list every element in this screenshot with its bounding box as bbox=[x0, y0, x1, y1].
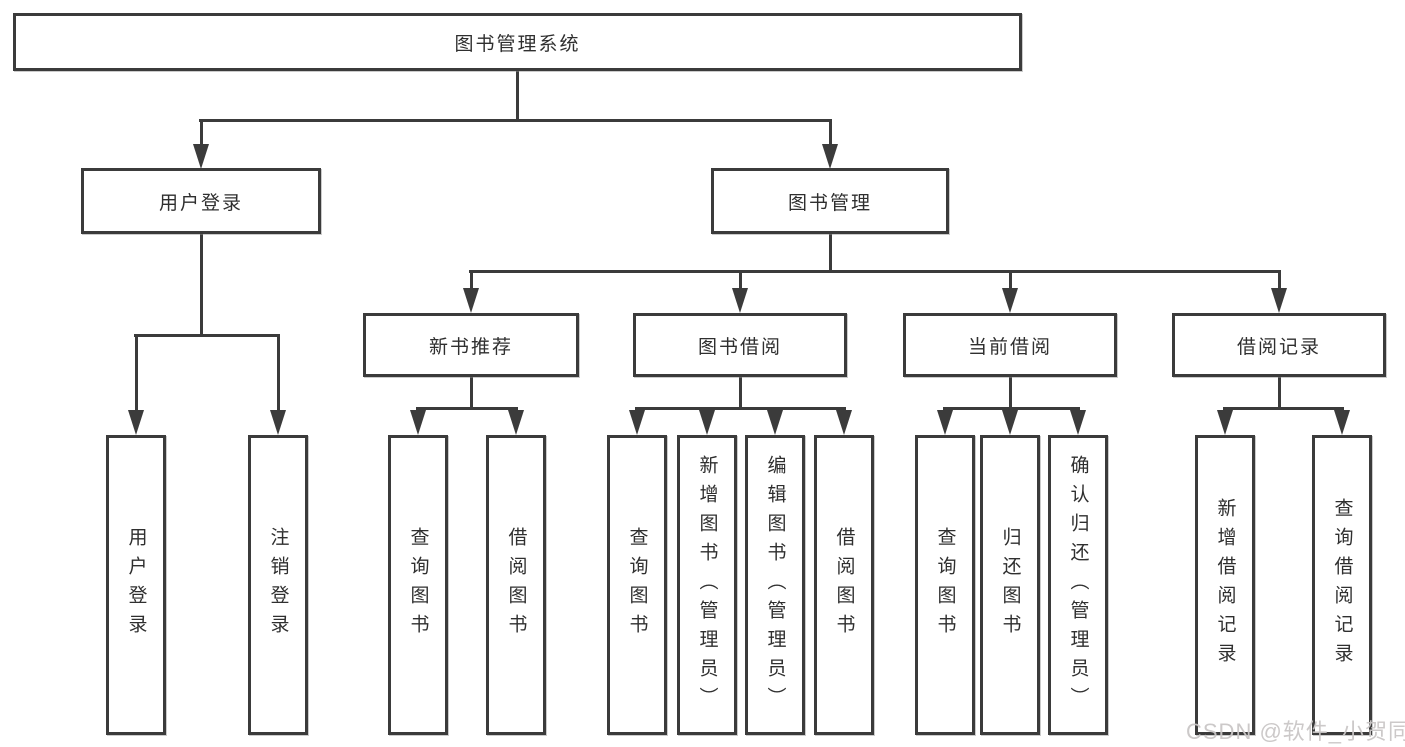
leaf-borrow-books-borrowing-label: 借阅图书 bbox=[833, 527, 855, 643]
leaf-query-books-recommend-label: 查询图书 bbox=[407, 527, 429, 643]
leaf-return-books-label: 归还图书 bbox=[999, 527, 1021, 643]
leaf-logout-login: 注销登录 bbox=[248, 435, 308, 735]
connector-line bbox=[1009, 377, 1012, 409]
arrow-down-icon bbox=[1002, 410, 1018, 435]
connector-line bbox=[1278, 377, 1281, 409]
leaf-borrow-books-recommend-label: 借阅图书 bbox=[505, 527, 527, 643]
leaf-add-books-admin: 新增图书（管理员） bbox=[677, 435, 737, 735]
connector-line bbox=[1278, 270, 1281, 290]
node-book-management: 图书管理 bbox=[711, 168, 949, 234]
node-borrowing-records: 借阅记录 bbox=[1172, 313, 1386, 377]
arrow-down-icon bbox=[732, 288, 748, 313]
node-borrowing-records-label: 借阅记录 bbox=[1236, 336, 1321, 358]
leaf-edit-books-admin: 编辑图书（管理员） bbox=[745, 435, 805, 735]
connector-line bbox=[200, 234, 203, 336]
arrow-down-icon bbox=[1217, 410, 1233, 435]
connector-line bbox=[1009, 270, 1012, 290]
node-new-book-recommend: 新书推荐 bbox=[363, 313, 579, 377]
connector-line bbox=[516, 70, 519, 121]
node-book-management-label: 图书管理 bbox=[787, 192, 872, 214]
leaf-add-books-admin-label: 新增图书（管理员） bbox=[696, 454, 718, 716]
connector-line bbox=[635, 407, 846, 410]
arrow-down-icon bbox=[1070, 410, 1086, 435]
connector-line bbox=[739, 270, 742, 290]
connector-line bbox=[470, 377, 473, 409]
connector-line bbox=[943, 407, 1080, 410]
node-book-borrowing: 图书借阅 bbox=[633, 313, 847, 377]
leaf-confirm-return-admin-label: 确认归还（管理员） bbox=[1067, 454, 1089, 716]
leaf-return-books: 归还图书 bbox=[980, 435, 1040, 735]
leaf-user-login-label: 用户登录 bbox=[125, 527, 147, 643]
leaf-logout-login-label: 注销登录 bbox=[267, 527, 289, 643]
connector-line bbox=[416, 407, 518, 410]
node-current-borrowing-label: 当前借阅 bbox=[967, 336, 1052, 358]
arrow-down-icon bbox=[410, 410, 426, 435]
watermark: CSDN @软件_小贺同学 bbox=[1186, 719, 1405, 744]
arrow-down-icon bbox=[767, 410, 783, 435]
node-current-borrowing: 当前借阅 bbox=[903, 313, 1117, 377]
connector-line bbox=[200, 119, 203, 146]
arrow-down-icon bbox=[1334, 410, 1350, 435]
arrow-down-icon bbox=[1271, 288, 1287, 313]
connector-line bbox=[135, 334, 138, 412]
node-new-book-recommend-label: 新书推荐 bbox=[428, 336, 513, 358]
leaf-add-borrow-record-label: 新增借阅记录 bbox=[1214, 498, 1236, 672]
leaf-query-books-recommend: 查询图书 bbox=[388, 435, 448, 735]
connector-line bbox=[469, 270, 1280, 273]
connector-line bbox=[829, 234, 832, 272]
arrow-down-icon bbox=[193, 144, 209, 169]
arrow-down-icon bbox=[1002, 288, 1018, 313]
leaf-query-borrow-record: 查询借阅记录 bbox=[1312, 435, 1372, 735]
arrow-down-icon bbox=[128, 410, 144, 435]
node-book-borrowing-label: 图书借阅 bbox=[697, 336, 782, 358]
arrow-down-icon bbox=[629, 410, 645, 435]
node-library-system: 图书管理系统 bbox=[13, 13, 1022, 71]
leaf-borrow-books-recommend: 借阅图书 bbox=[486, 435, 546, 735]
node-user-login: 用户登录 bbox=[81, 168, 321, 234]
leaf-user-login: 用户登录 bbox=[106, 435, 166, 735]
node-user-login-label: 用户登录 bbox=[158, 192, 243, 214]
leaf-query-borrow-record-label: 查询借阅记录 bbox=[1331, 498, 1353, 672]
arrow-down-icon bbox=[270, 410, 286, 435]
connector-line bbox=[829, 119, 832, 146]
connector-line bbox=[134, 334, 280, 337]
connector-line bbox=[470, 270, 473, 290]
connector-line bbox=[277, 334, 280, 412]
arrow-down-icon bbox=[822, 144, 838, 169]
node-library-system-label: 图书管理系统 bbox=[454, 33, 581, 55]
leaf-borrow-books-borrowing: 借阅图书 bbox=[814, 435, 874, 735]
arrow-down-icon bbox=[836, 410, 852, 435]
connector-line bbox=[739, 377, 742, 409]
leaf-edit-books-admin-label: 编辑图书（管理员） bbox=[764, 454, 786, 716]
leaf-query-books-borrowing-label: 查询图书 bbox=[626, 527, 648, 643]
connector-line bbox=[199, 119, 831, 122]
arrow-down-icon bbox=[937, 410, 953, 435]
leaf-confirm-return-admin: 确认归还（管理员） bbox=[1048, 435, 1108, 735]
arrow-down-icon bbox=[699, 410, 715, 435]
connector-line bbox=[1223, 407, 1344, 410]
leaf-query-books-borrowing: 查询图书 bbox=[607, 435, 667, 735]
leaf-add-borrow-record: 新增借阅记录 bbox=[1195, 435, 1255, 735]
leaf-query-books-current: 查询图书 bbox=[915, 435, 975, 735]
arrow-down-icon bbox=[508, 410, 524, 435]
arrow-down-icon bbox=[463, 288, 479, 313]
leaf-query-books-current-label: 查询图书 bbox=[934, 527, 956, 643]
